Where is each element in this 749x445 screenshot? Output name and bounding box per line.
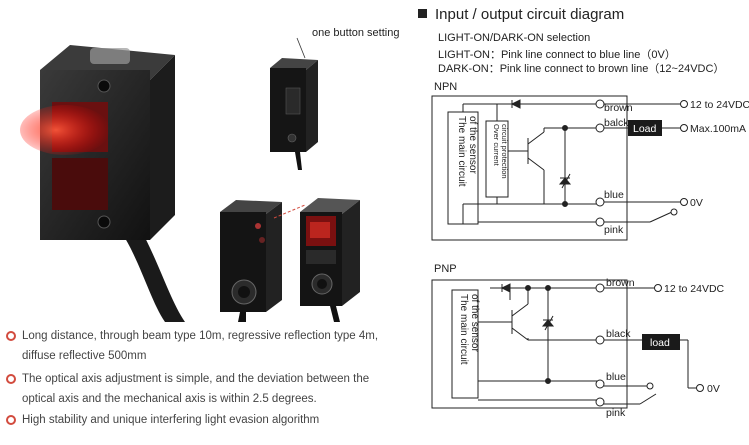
- feature-item-continued: diffuse reflective 500mm: [6, 346, 146, 366]
- feature-item: Long distance, through beam type 10m, re…: [6, 326, 378, 346]
- pnp-circuit: [431, 279, 704, 409]
- npn-zero-volt: 0V: [690, 197, 703, 209]
- npn-label: NPN: [434, 81, 457, 93]
- pnp-supply-voltage: 12 to 24VDC: [664, 283, 725, 295]
- front-sensor-image: [300, 198, 360, 322]
- feature-text: High stability and unique interfering li…: [22, 414, 320, 426]
- button-setting-sensor-image: [270, 58, 318, 170]
- feature-item-continued: optical axis and the mechanical axis is …: [6, 389, 317, 409]
- npn-circuit: [431, 95, 688, 241]
- feature-text: diffuse reflective 500mm: [22, 350, 147, 362]
- pnp-main-circuit-label: The main circuit: [458, 294, 469, 365]
- pnp-outline: [431, 279, 628, 409]
- main-sensor-image: [20, 45, 185, 322]
- feature-item: The optical axis adjustment is simple, a…: [6, 369, 369, 389]
- feature-item: High stability and unique interfering li…: [6, 410, 319, 430]
- npn-load-label: Load: [633, 123, 657, 135]
- npn-wire-brown: brown: [604, 102, 633, 114]
- npn-load-box: [628, 120, 662, 136]
- pnp-main-circuit-box: [451, 289, 479, 399]
- pnp-wire-black: black: [606, 328, 631, 340]
- bullet-ring-icon: [6, 331, 16, 341]
- pnp-wire-blue: blue: [606, 371, 626, 383]
- npn-supply-voltage: 12 to 24VDC: [690, 99, 749, 111]
- npn-protection-label: circuit protection: [500, 124, 509, 179]
- npn-main-circuit-label: of the sensor: [467, 116, 478, 174]
- circuit-svg: NPN brown balck blue pink Load 12 to 24V…: [431, 81, 749, 419]
- pnp-zero-volt: 0V: [707, 383, 720, 395]
- callout-label: one button setting: [312, 27, 400, 39]
- diagram-title: Input / output circuit diagram: [418, 6, 624, 23]
- pnp-load-box: [642, 334, 680, 350]
- pnp-wire-pink: pink: [606, 407, 626, 419]
- npn-wire-pink: pink: [604, 224, 624, 236]
- product-photos: one button setting: [0, 0, 420, 322]
- npn-main-circuit-label: The main circuit: [456, 116, 467, 187]
- feature-text: Long distance, through beam type 10m, re…: [22, 330, 379, 342]
- pnp-main-circuit-label: of the sensor: [469, 294, 480, 352]
- back-sensor-image: [220, 200, 282, 322]
- npn-protection-label: Over current: [492, 124, 501, 167]
- callout-leader: [296, 37, 306, 59]
- diagram-line: LIGHT-ON/DARK-ON selection: [438, 32, 591, 44]
- pnp-label: PNP: [434, 263, 457, 275]
- npn-diode-icon: [510, 99, 521, 109]
- dashed-link: [273, 204, 306, 219]
- bullet-ring-icon: [6, 415, 16, 425]
- npn-max-current: Max.100mA: [690, 123, 746, 135]
- pnp-load-label: load: [650, 337, 670, 349]
- diagram-line: LIGHT-ON：Pink line connect to blue line（…: [438, 49, 676, 61]
- circuit-diagrams: NPN brown balck blue pink Load 12 to 24V…: [420, 76, 749, 440]
- bullet-ring-icon: [6, 374, 16, 384]
- square-bullet-icon: [418, 9, 427, 18]
- product-illustration: [20, 37, 360, 322]
- pnp-diode-icon: [500, 283, 511, 293]
- npn-outline: [431, 95, 628, 241]
- npn-wire-blue: blue: [604, 189, 624, 201]
- feature-text: The optical axis adjustment is simple, a…: [22, 373, 370, 385]
- feature-text: optical axis and the mechanical axis is …: [22, 393, 317, 405]
- npn-wire-black: balck: [604, 117, 629, 129]
- pnp-wire-brown: brown: [606, 277, 635, 289]
- diagram-line: DARK-ON：Pink line connect to brown line（…: [438, 63, 725, 75]
